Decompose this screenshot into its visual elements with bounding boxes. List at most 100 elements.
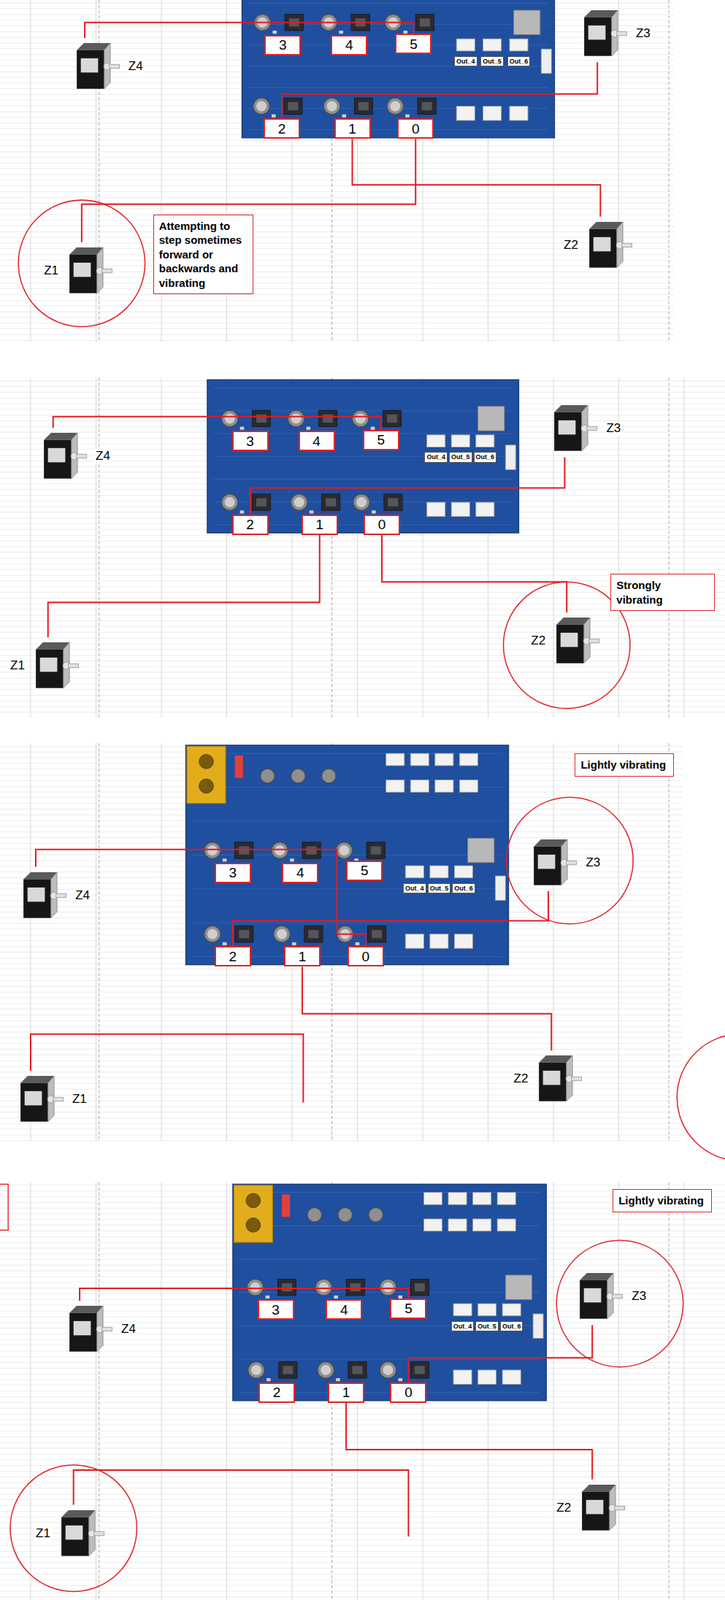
grid-line xyxy=(95,1182,97,1600)
grid-line xyxy=(0,1574,725,1575)
capacitor xyxy=(321,768,337,784)
output-label: Out_6 xyxy=(451,883,476,894)
grid-line xyxy=(0,992,682,993)
grid-line xyxy=(0,1414,725,1415)
motor-body xyxy=(69,1313,98,1353)
motor-shaft xyxy=(614,1506,625,1511)
driver-number: 5 xyxy=(376,432,385,447)
sheet-grid xyxy=(0,743,682,1142)
controller-board xyxy=(207,379,520,533)
pcb-trace xyxy=(248,2,549,4)
output-label: Out_4 xyxy=(424,451,448,463)
capacitor-top xyxy=(382,1282,393,1294)
white-connector xyxy=(451,502,470,517)
grid-line xyxy=(0,1590,725,1592)
grid-line xyxy=(0,145,674,147)
grid-line xyxy=(0,225,674,227)
motor-label: Z4 xyxy=(119,1322,138,1337)
side-connector xyxy=(532,1314,544,1340)
stepper-motor: Z4 xyxy=(18,867,70,925)
motor-label-holder: Z2 xyxy=(529,634,547,650)
motor-label-holder: Z2 xyxy=(562,238,580,253)
smd-part xyxy=(338,30,344,34)
stepper-motor: Z1 xyxy=(30,637,82,695)
output-name: Out_5 xyxy=(430,884,450,893)
grid-line xyxy=(0,1568,725,1570)
stepper-motor-icon xyxy=(576,1479,628,1537)
driver-label: 5 xyxy=(346,860,383,882)
driver-number: 2 xyxy=(229,949,238,964)
motor-label: Z1 xyxy=(42,263,60,279)
smd-part xyxy=(240,427,245,431)
smd-part xyxy=(222,858,228,862)
capacitor xyxy=(248,1362,265,1379)
grid-line xyxy=(0,1419,725,1421)
motor-label: Z3 xyxy=(630,1289,648,1304)
pcb-trace xyxy=(213,478,513,480)
motor-shaft xyxy=(102,268,113,274)
grid-line xyxy=(0,563,725,565)
driver-label: 0 xyxy=(347,946,385,967)
output-label: Out_6 xyxy=(500,1321,524,1332)
capacitor xyxy=(338,1208,353,1223)
driver-chip-pad xyxy=(422,102,433,111)
grid-line xyxy=(29,377,31,718)
capacitor-top xyxy=(276,929,287,940)
grid-line xyxy=(0,208,674,210)
grid-line xyxy=(0,1037,682,1039)
white-connector xyxy=(451,435,470,448)
driver-label: 4 xyxy=(325,1299,363,1321)
stepper-motor-icon xyxy=(30,637,82,695)
driver-chip xyxy=(321,494,341,511)
smd-part xyxy=(355,942,360,946)
output-label: Out_5 xyxy=(480,56,504,67)
sd-slot xyxy=(468,838,495,863)
motor-label-holder: Z4 xyxy=(94,449,112,464)
motor-sticker xyxy=(73,262,92,277)
grid-line xyxy=(0,197,674,198)
driver-chip xyxy=(278,1362,298,1379)
white-connector xyxy=(476,502,495,517)
stepper-motor: Z4 xyxy=(71,37,123,95)
stepper-motor: Z4 xyxy=(64,1301,116,1359)
driver-label: 2 xyxy=(232,514,269,536)
driver-label: 1 xyxy=(284,946,321,967)
smd-part xyxy=(292,942,297,946)
grid-line xyxy=(0,162,674,164)
grid-line xyxy=(0,974,682,976)
white-connector xyxy=(483,38,502,52)
driver-label: 5 xyxy=(389,1298,427,1320)
motor-label-holder: Z2 xyxy=(512,1072,531,1088)
motor-label: Z2 xyxy=(562,238,580,253)
grid-line xyxy=(0,626,725,628)
driver-chip-pad xyxy=(358,102,369,111)
stepper-motor-icon xyxy=(549,400,601,458)
stepper-motor: Z4 xyxy=(38,427,90,485)
grid-line xyxy=(0,1049,682,1050)
capacitor xyxy=(291,768,306,784)
motor-body xyxy=(61,1517,90,1556)
driver-chip xyxy=(382,410,401,427)
motor-label-holder: Z1 xyxy=(8,658,27,674)
capacitor xyxy=(271,842,288,859)
grid-line xyxy=(0,1471,725,1472)
output-name: Out_6 xyxy=(509,57,529,65)
loose-wire xyxy=(73,1470,409,1537)
white-connector xyxy=(423,1219,442,1232)
motor-label-holder: Z3 xyxy=(634,26,652,41)
grid-line xyxy=(0,1545,725,1547)
grid-line xyxy=(0,649,725,650)
driver-number: 0 xyxy=(361,949,370,964)
board-pcb xyxy=(207,379,520,533)
smd-part xyxy=(272,30,277,34)
capacitor-top xyxy=(207,929,218,940)
grid-line xyxy=(0,643,725,644)
driver-chip-pad xyxy=(306,846,317,855)
stepper-motor: Z2 xyxy=(576,1479,628,1537)
smd-part xyxy=(371,510,377,514)
grid-line xyxy=(0,672,725,674)
motor-sticker xyxy=(586,1500,604,1515)
board-pcb xyxy=(186,745,509,966)
page-break-line xyxy=(98,743,100,1142)
white-connector xyxy=(478,1370,497,1386)
